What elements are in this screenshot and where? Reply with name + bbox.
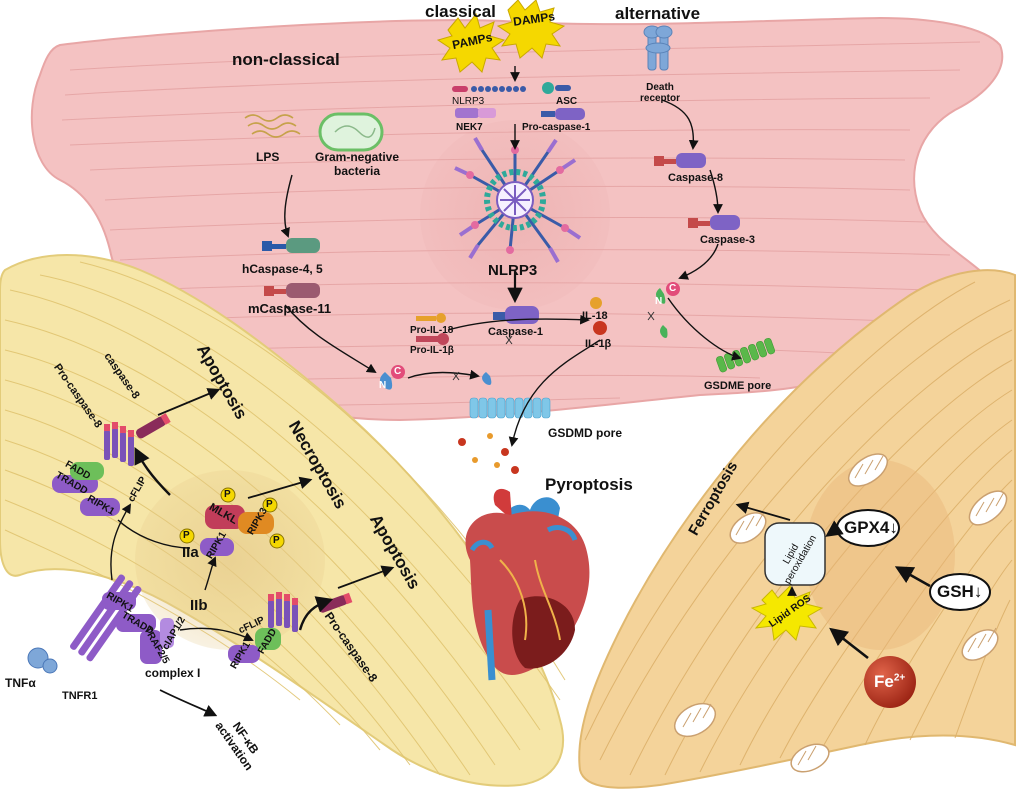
label-gsdmd-pore: GSDMD pore: [548, 426, 623, 440]
label-tnfr1: TNFR1: [62, 690, 98, 702]
disc-complex-bottom: [228, 592, 298, 663]
label-nek7: NEK7: [456, 122, 483, 133]
lps-icon: [244, 114, 301, 138]
gsdmd-molecule: [380, 365, 405, 390]
gsdmd-n-fragment: [482, 372, 492, 385]
pathway-arrows: [110, 66, 931, 717]
mitochondria-cristae: [682, 455, 1005, 766]
tnfa-ligand: [27, 647, 58, 674]
label-fe: Fe2+: [874, 672, 905, 692]
label-hcaspase: hCaspase-4, 5: [242, 262, 323, 276]
lipid-peroxidation-box: [764, 522, 826, 586]
label-non-classical: non-classical: [232, 50, 340, 69]
label-asc: ASC: [556, 96, 578, 107]
label-pro-il18: Pro-IL-18: [410, 325, 454, 336]
hcaspase-molecule: [262, 238, 320, 253]
mitochondria: [673, 453, 1008, 773]
nlrp3-inflammasome-complex: [454, 136, 582, 263]
label-p-4: P: [273, 535, 280, 546]
label-gsdme-pore: GSDME pore: [704, 380, 772, 392]
label-mcaspase: mCaspase-11: [248, 301, 332, 316]
label-gpx4: GPX4↓: [844, 518, 898, 537]
label-il18: IL-18: [582, 310, 608, 322]
necrosome: [179, 487, 285, 556]
label-lps: LPS: [256, 150, 280, 164]
label-caspase-3: Caspase-3: [700, 234, 756, 246]
label-iib: IIb: [190, 597, 208, 614]
label-nlrp3-complex: NLRP3: [488, 262, 538, 279]
label-gsdme-n: N: [655, 296, 663, 307]
label-p-1: P: [224, 489, 231, 500]
nlrp3-molecule: [452, 86, 526, 92]
heart-illustration: [465, 488, 590, 681]
label-complex-i: complex I: [145, 666, 201, 680]
pro-caspase-1-molecule: [541, 108, 585, 120]
il18-molecule: [590, 297, 602, 309]
label-gsdmd-c: C: [394, 366, 402, 377]
label-iia: IIa: [182, 544, 199, 561]
gsdme-n-fragment: [660, 325, 668, 338]
il1b-molecule: [593, 321, 607, 335]
label-gsdmd-n: N: [379, 380, 387, 391]
nek7-molecule: [455, 108, 496, 118]
complex-i-molecules: [102, 592, 174, 664]
label-pro-il1b: Pro-IL-1β: [410, 345, 454, 356]
caspase-8-active-top: [135, 413, 171, 439]
ferroptosis-halo: [805, 460, 955, 650]
label-il1b: IL-1β: [585, 338, 612, 350]
label-caspase-8-alt: Caspase-8: [668, 172, 724, 184]
label-p-2: P: [266, 499, 273, 510]
label-alternative: alternative: [615, 4, 701, 23]
fe-ion: [864, 656, 916, 708]
caspase-8-molecule: [654, 153, 706, 168]
mcaspase-molecule: [264, 283, 320, 298]
death-receptor-icon: [643, 25, 673, 71]
caspase-3-molecule: [688, 215, 740, 230]
asc-molecule: [542, 82, 571, 94]
label-gsh: GSH↓: [937, 582, 983, 601]
label-pro-caspase-1: Pro-caspase-1: [522, 122, 591, 133]
label-tnfa: TNFα: [5, 676, 36, 690]
gsdmd-pore: [469, 397, 551, 419]
label-pyroptosis: Pyroptosis: [545, 475, 633, 494]
label-caspase-1: Caspase-1: [488, 326, 544, 338]
disc-complex-top: [52, 422, 134, 516]
label-fe-symbol: Fe: [874, 672, 894, 691]
damps-burst: [496, 0, 566, 59]
gsdme-molecule: [656, 282, 680, 304]
label-death-receptor: Death receptor: [639, 82, 680, 104]
pro-il1b-molecule: [416, 333, 449, 345]
label-fe-charge: 2+: [893, 672, 906, 684]
released-cytokines: [458, 433, 519, 474]
bacterium-icon: [318, 112, 384, 152]
pro-il18-molecule: [416, 313, 446, 323]
cleavage-scissors: [452, 311, 655, 381]
label-classical: classical: [425, 2, 496, 21]
gsh-oval: [929, 573, 991, 611]
pamps-burst: [436, 12, 506, 73]
label-nlrp3-molecule: NLRP3: [452, 96, 485, 107]
label-gram-negative-bacteria: Gram-negative bacteria: [314, 150, 400, 178]
label-gsdme-c: C: [669, 283, 677, 294]
label-p-3: P: [183, 530, 190, 541]
